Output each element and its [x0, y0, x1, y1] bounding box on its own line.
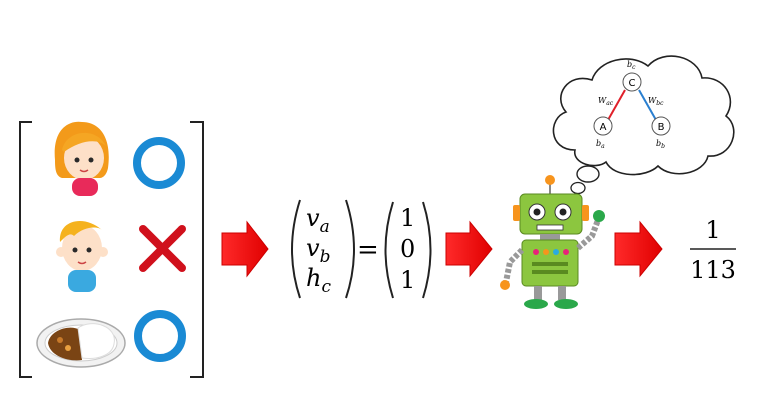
lhs-entry-3: hc	[306, 264, 331, 297]
rhs-right-paren	[422, 201, 432, 299]
vector-equation: va vb hc = 1 0 1	[291, 199, 432, 299]
node-b-label: B	[658, 122, 665, 133]
girl-icon	[54, 121, 109, 196]
result-numerator: 1	[705, 216, 720, 244]
weight-bc: Wbc	[648, 96, 664, 107]
result-denominator: 113	[690, 256, 736, 284]
lhs-entry-1: va	[306, 204, 330, 237]
thought-cloud	[552, 55, 735, 203]
rhs-entry-2: 0	[400, 235, 415, 263]
bias-b: bb	[656, 139, 665, 150]
circle-mark-2	[134, 310, 186, 362]
circle-mark-1	[133, 137, 185, 189]
robot-icon	[500, 175, 605, 309]
result-fraction: 1 113	[690, 216, 736, 284]
node-a-label: A	[600, 122, 607, 133]
node-b	[651, 116, 671, 136]
node-a	[593, 116, 613, 136]
node-c-label: C	[629, 78, 636, 89]
rhs-left-paren	[384, 201, 394, 299]
boy-icon	[56, 220, 108, 292]
bias-a: ba	[596, 139, 605, 150]
arrow-2	[445, 220, 493, 278]
bias-c: bc	[627, 60, 636, 71]
curry-rice-icon	[36, 318, 126, 368]
neural-network: C A B bc ba bb Wac Wbc	[593, 60, 671, 150]
rhs-entry-1: 1	[400, 204, 415, 232]
edge-ac	[607, 89, 626, 121]
cross-mark	[139, 225, 186, 272]
left-bracket	[19, 121, 32, 378]
weight-ac: Wac	[598, 96, 614, 107]
arrow-1	[221, 220, 269, 278]
lhs-left-paren	[291, 199, 301, 299]
node-c	[622, 72, 642, 92]
right-bracket	[190, 121, 204, 378]
edge-bc	[638, 89, 657, 121]
lhs-right-paren	[345, 199, 355, 299]
arrow-3	[614, 220, 663, 278]
lhs-entry-2: vb	[306, 234, 330, 267]
equals-sign: =	[357, 235, 379, 265]
rhs-entry-3: 1	[400, 266, 415, 294]
